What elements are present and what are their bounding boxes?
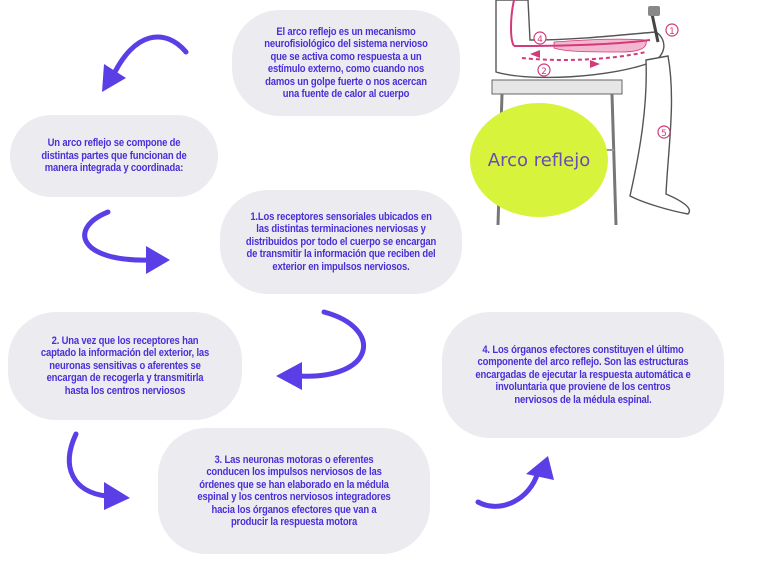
intro-text: El arco reflejo es un mecanismo neurofis… xyxy=(264,25,428,101)
intro-bubble: El arco reflejo es un mecanismo neurofis… xyxy=(232,10,460,116)
illustration-label: 5 xyxy=(661,129,667,139)
illustration-label: 1 xyxy=(669,27,675,37)
step2-bubble: 2. Una vez que los receptores han captad… xyxy=(8,312,242,420)
curved-arrow-icon xyxy=(82,209,170,274)
step4-bubble: 4. Los órganos efectores constituyen el … xyxy=(442,312,724,438)
step3-bubble: 3. Las neuronas motoras o eferentes cond… xyxy=(158,428,430,554)
step1-bubble: 1.Los receptores sensoriales ubicados en… xyxy=(220,190,462,294)
parts-bubble: Un arco reflejo se compone de distintas … xyxy=(10,115,218,197)
title-circle: Arco reflejo xyxy=(470,103,608,217)
step2-text: 2. Una vez que los receptores han captad… xyxy=(40,334,210,397)
step4-text: 4. Los órganos efectores constituyen el … xyxy=(475,343,691,406)
curved-arrow-icon xyxy=(475,456,554,509)
step1-text: 1.Los receptores sensoriales ubicados en… xyxy=(245,210,437,273)
curved-arrow-icon xyxy=(66,431,130,510)
curved-arrow-icon xyxy=(102,34,189,92)
illustration-label: 2 xyxy=(541,67,547,77)
step3-text: 3. Las neuronas motoras o eferentes cond… xyxy=(197,453,391,529)
parts-text: Un arco reflejo se compone de distintas … xyxy=(41,137,187,175)
illustration-label: 4 xyxy=(537,35,543,45)
page-title: Arco reflejo xyxy=(487,149,591,171)
curved-arrow-icon xyxy=(276,309,366,390)
